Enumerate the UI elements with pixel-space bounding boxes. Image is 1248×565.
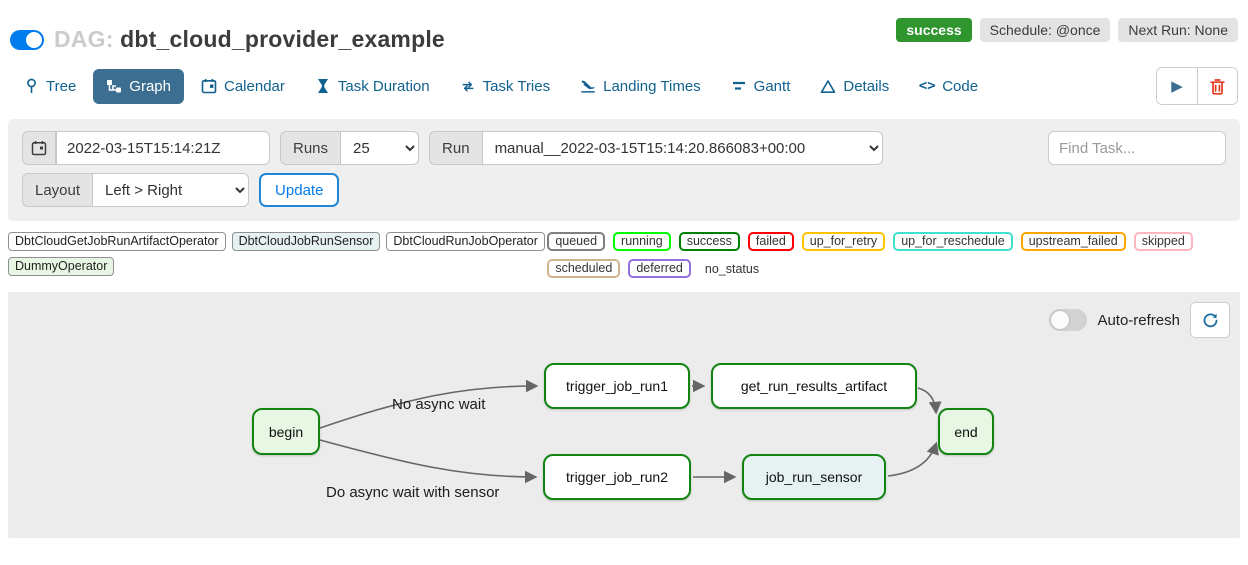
node-begin[interactable]: begin (252, 408, 320, 455)
tab-label: Landing Times (603, 77, 701, 95)
details-icon (820, 78, 836, 94)
edge-begin-to-trigger_job_run1 (319, 379, 539, 429)
repeat-icon (460, 78, 476, 94)
node-trigger_job_run1[interactable]: trigger_job_run1 (544, 363, 690, 409)
toggle-knob (26, 31, 42, 48)
auto-refresh-toggle[interactable] (1049, 309, 1088, 331)
layout-group: Layout Left > Right (22, 173, 250, 207)
code-icon: <> (918, 78, 936, 94)
tab-label: Task Duration (337, 77, 430, 95)
status-badge[interactable]: queued (547, 232, 606, 251)
trigger-dag-button[interactable]: ▶ (1157, 68, 1197, 104)
gantt-icon (731, 78, 747, 94)
tab-graph[interactable]: Graph (93, 68, 184, 104)
run-group: Run manual__2022-03-15T15:14:20.866083+0… (429, 131, 883, 165)
graph-panel: Auto-refresh begin trigger_job_run1 get_ru… (8, 292, 1240, 538)
edge-begin-to-trigger_job_run2 (319, 439, 538, 484)
runs-group: Runs 25 (280, 131, 420, 165)
dag-pause-toggle[interactable] (10, 29, 44, 50)
tab-calendar[interactable]: Calendar (188, 69, 298, 104)
run-select[interactable]: manual__2022-03-15T15:14:20.866083+00:00 (482, 131, 883, 165)
tab-gantt[interactable]: Gantt (718, 69, 804, 104)
play-icon: ▶ (1171, 78, 1183, 95)
refresh-icon (1202, 312, 1219, 329)
delete-dag-button[interactable] (1197, 68, 1237, 104)
dag-prefix-label: DAG: (54, 26, 114, 52)
view-tabbar: Tree Graph Calendar Task Duration Task Tries… (0, 53, 1248, 115)
tab-task-tries[interactable]: Task Tries (447, 69, 564, 104)
status-badge[interactable]: scheduled (547, 259, 621, 278)
status-badge: success (896, 18, 972, 42)
operator-legend: DbtCloudGetJobRunArtifactOperator DbtClou… (8, 232, 547, 276)
node-end[interactable]: end (938, 408, 994, 455)
runs-label: Runs (280, 131, 342, 165)
tab-label: Code (942, 77, 979, 95)
dag-action-group: ▶ (1156, 67, 1238, 105)
status-legend: queued running success failed up_for_retry up… (547, 232, 1240, 278)
filter-panel: Runs 25 Run manual__2022-03-15T15:14:20.… (8, 119, 1240, 221)
tab-task-duration[interactable]: Task Duration (302, 69, 443, 104)
node-trigger_job_run2[interactable]: trigger_job_run2 (543, 454, 691, 500)
dag-name-label: dbt_cloud_provider_example (120, 26, 445, 52)
edge-label: No async wait (392, 396, 486, 413)
operator-badge: DummyOperator (8, 257, 115, 276)
calendar-icon (31, 140, 47, 156)
next-run-badge: Next Run: None (1118, 18, 1238, 42)
tab-label: Gantt (753, 77, 791, 95)
operator-badge: DbtCloudRunJobOperator (386, 232, 545, 251)
calendar-picker-button[interactable] (22, 131, 56, 165)
hourglass-icon (315, 78, 331, 94)
header: DAG: dbt_cloud_provider_example success … (0, 0, 1248, 53)
operator-badge: DbtCloudJobRunSensor (231, 232, 381, 251)
status-badge[interactable]: up_for_reschedule (893, 232, 1013, 251)
run-label: Run (429, 131, 483, 165)
page-title: DAG: dbt_cloud_provider_example (54, 26, 445, 53)
tab-code[interactable]: <> Code (906, 69, 991, 104)
tab-label: Graph (129, 77, 171, 95)
graph-icon (106, 78, 122, 94)
tab-label: Calendar (224, 77, 285, 95)
tab-label: Task Tries (482, 77, 551, 95)
tab-tree[interactable]: Tree (10, 69, 89, 104)
no-status-label: no_status (704, 261, 760, 276)
status-badge[interactable]: deferred (628, 259, 691, 278)
status-badge[interactable]: failed (747, 232, 794, 251)
base-date-group (22, 131, 270, 165)
trash-icon (1210, 78, 1225, 95)
runs-select[interactable]: 25 (341, 131, 420, 165)
tab-details[interactable]: Details (807, 69, 902, 104)
layout-select[interactable]: Left > Right (93, 173, 250, 207)
tab-label: Details (843, 77, 890, 95)
status-badge[interactable]: success (678, 232, 740, 251)
calendar-icon (201, 78, 217, 94)
find-task-input[interactable] (1048, 131, 1226, 165)
status-badge[interactable]: up_for_retry (801, 232, 886, 251)
node-job_run_sensor[interactable]: job_run_sensor (742, 454, 886, 500)
edge-get_run_results_artifact-to-end (917, 387, 942, 415)
legend: DbtCloudGetJobRunArtifactOperator DbtClou… (0, 221, 1248, 284)
edge-label: Do async wait with sensor (326, 484, 500, 501)
layout-label: Layout (22, 173, 94, 207)
auto-refresh-label: Auto-refresh (1097, 311, 1180, 329)
tree-icon (23, 78, 39, 94)
landing-icon (580, 78, 596, 94)
operator-badge: DbtCloudGetJobRunArtifactOperator (8, 232, 226, 251)
status-badge[interactable]: upstream_failed (1020, 232, 1126, 251)
node-get_run_results_artifact[interactable]: get_run_results_artifact (711, 363, 917, 409)
tab-landing-times[interactable]: Landing Times (567, 69, 714, 104)
status-badge[interactable]: skipped (1133, 232, 1193, 251)
edge-job_run_sensor-to-end (887, 441, 939, 477)
tab-label: Tree (46, 77, 77, 95)
base-date-input[interactable] (56, 131, 270, 165)
update-button[interactable]: Update (259, 173, 340, 207)
schedule-badge: Schedule: @once (979, 18, 1111, 42)
auto-refresh-knob (1051, 311, 1070, 329)
refresh-button[interactable] (1190, 302, 1230, 338)
status-badge[interactable]: running (613, 232, 671, 251)
dag-edges (319, 379, 942, 484)
